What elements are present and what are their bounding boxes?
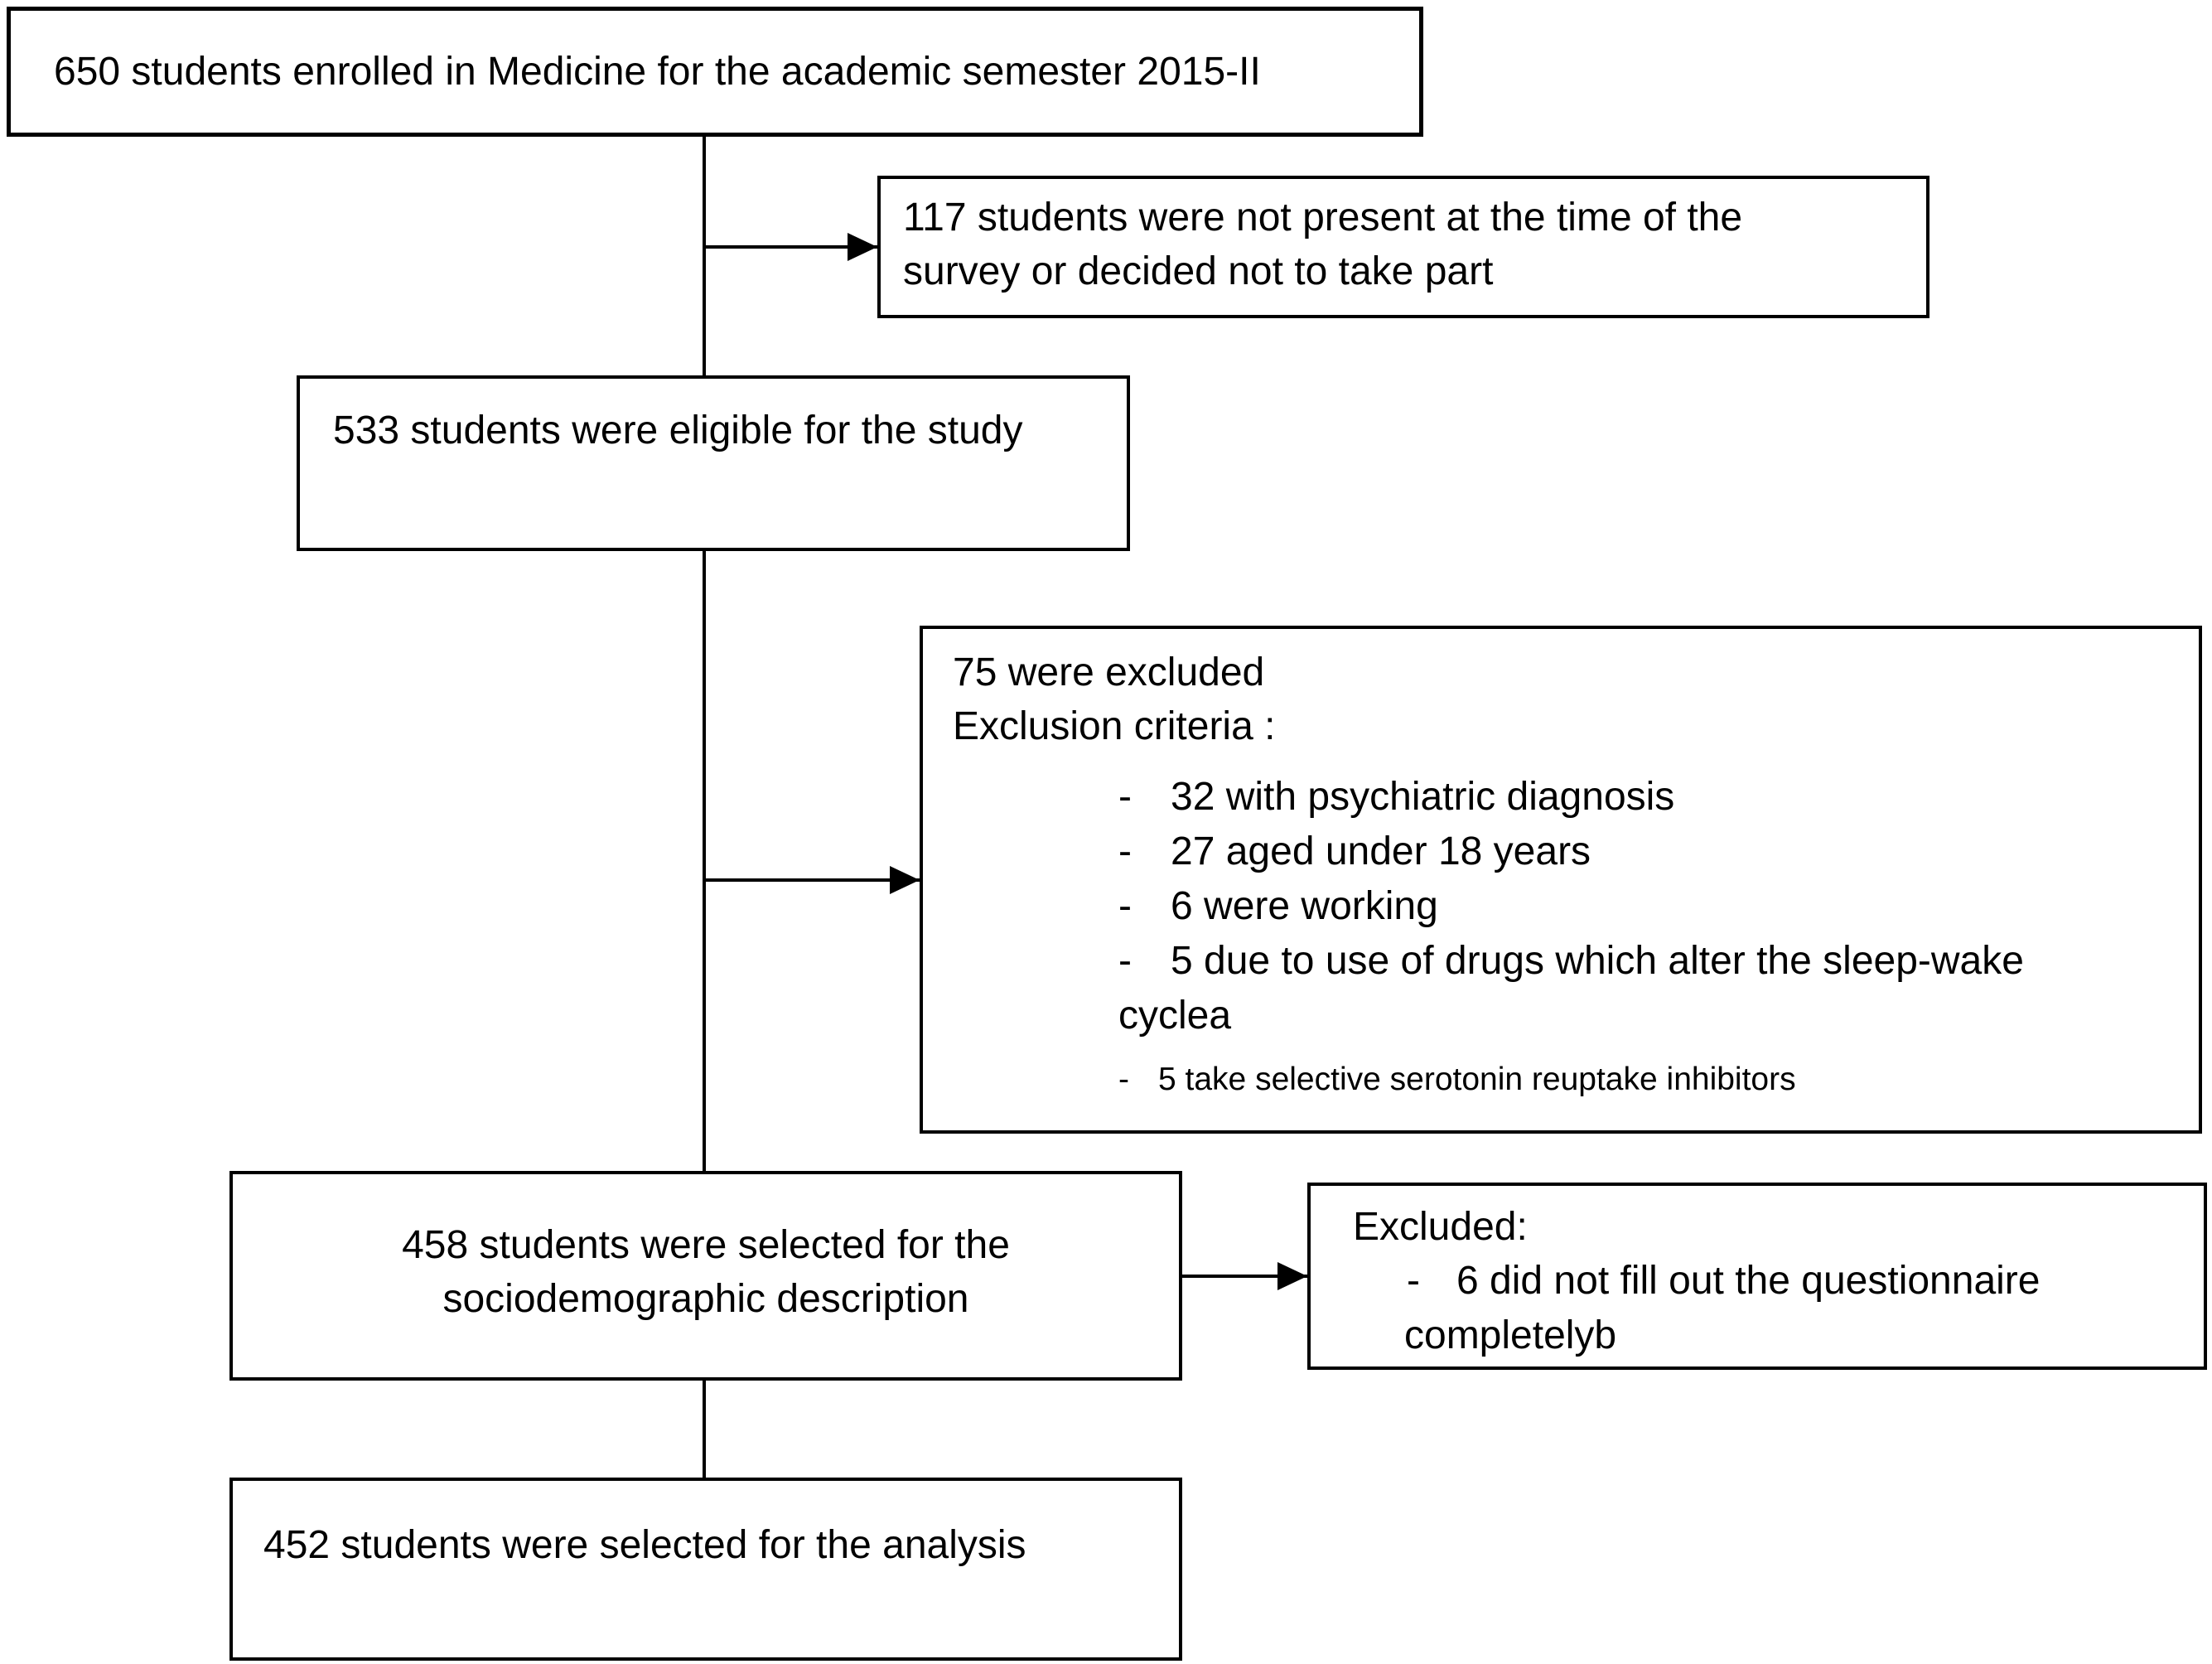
excluded-item-continuation: completelyb xyxy=(1404,1313,1617,1357)
connector-eligible-to-sociodemographic xyxy=(703,549,706,1173)
box-not-present: 117 students were not present at the tim… xyxy=(877,176,1929,318)
bullet-dash: - xyxy=(1118,830,1132,873)
exclusion-item: - 27 aged under 18 years xyxy=(1118,825,2179,879)
excluded-title: Excluded: xyxy=(1353,1205,1528,1249)
exclusion-item-text: 27 aged under 18 years xyxy=(1171,830,1591,873)
exclusion-item-continuation: cyclea xyxy=(1118,994,1232,1038)
bullet-dash: - xyxy=(1118,1062,1129,1097)
box-not-present-line1: 117 students were not present at the tim… xyxy=(903,196,1743,239)
box-enrolled: 650 students enrolled in Medicine for th… xyxy=(7,7,1423,137)
excluded-item-text: 6 did not fill out the questionnaire xyxy=(1456,1259,2041,1303)
exclusion-item-text: 5 due to use of drugs which alter the sl… xyxy=(1171,939,2024,983)
exclusion-item-text: 6 were working xyxy=(1171,884,1438,928)
box-sociodemographic-line1: 458 students were selected for the xyxy=(402,1223,1010,1267)
bullet-dash: - xyxy=(1118,939,1132,983)
connector-sociodemographic-to-analysis xyxy=(703,1379,706,1479)
box-eligible-text: 533 students were eligible for the study xyxy=(333,409,1023,452)
connector-enrolled-to-eligible xyxy=(703,135,706,377)
excluded-item: - 6 did not fill out the questionnaire xyxy=(1407,1254,2187,1308)
box-eligible: 533 students were eligible for the study xyxy=(297,375,1130,551)
exclusion-item-text: 5 take selective serotonin reuptake inhi… xyxy=(1158,1062,1796,1097)
exclusion-item-small: - 5 take selective serotonin reuptake in… xyxy=(1118,1055,2179,1105)
box-sociodemographic: 458 students were selected for the socio… xyxy=(229,1171,1182,1381)
bullet-dash: - xyxy=(1118,884,1132,928)
arrowhead-right-icon xyxy=(890,866,920,894)
exclusion-list: - 32 with psychiatric diagnosis - 27 age… xyxy=(953,770,2179,1105)
box-not-present-line2: survey or decided not to take part xyxy=(903,249,1494,293)
exclusion-item: - 32 with psychiatric diagnosis xyxy=(1118,770,2179,825)
box-excluded-questionnaire: Excluded: - 6 did not fill out the quest… xyxy=(1307,1183,2207,1370)
exclusion-item: - 5 due to use of drugs which alter the … xyxy=(1118,934,2179,989)
exclusion-subtitle: Exclusion criteria : xyxy=(953,704,1276,748)
arrowhead-right-icon xyxy=(848,233,877,261)
exclusion-item: - 6 were working xyxy=(1118,879,2179,934)
bullet-dash: - xyxy=(1118,775,1132,819)
box-exclusion-criteria: 75 were excluded Exclusion criteria : - … xyxy=(920,626,2202,1134)
box-sociodemographic-line2: sociodemographic description xyxy=(442,1277,969,1321)
exclusion-title: 75 were excluded xyxy=(953,651,1265,694)
arrowhead-right-icon xyxy=(1277,1262,1307,1290)
connector-arrow-excluded xyxy=(1182,1262,1307,1290)
box-analysis-text: 452 students were selected for the analy… xyxy=(263,1523,1026,1567)
bullet-dash: - xyxy=(1407,1259,1420,1303)
exclusion-item-text: 32 with psychiatric diagnosis xyxy=(1171,775,1675,819)
connector-arrow-not-present xyxy=(704,233,877,261)
connector-arrow-exclusion xyxy=(704,866,920,894)
box-analysis: 452 students were selected for the analy… xyxy=(229,1478,1182,1661)
box-enrolled-text: 650 students enrolled in Medicine for th… xyxy=(54,50,1261,94)
